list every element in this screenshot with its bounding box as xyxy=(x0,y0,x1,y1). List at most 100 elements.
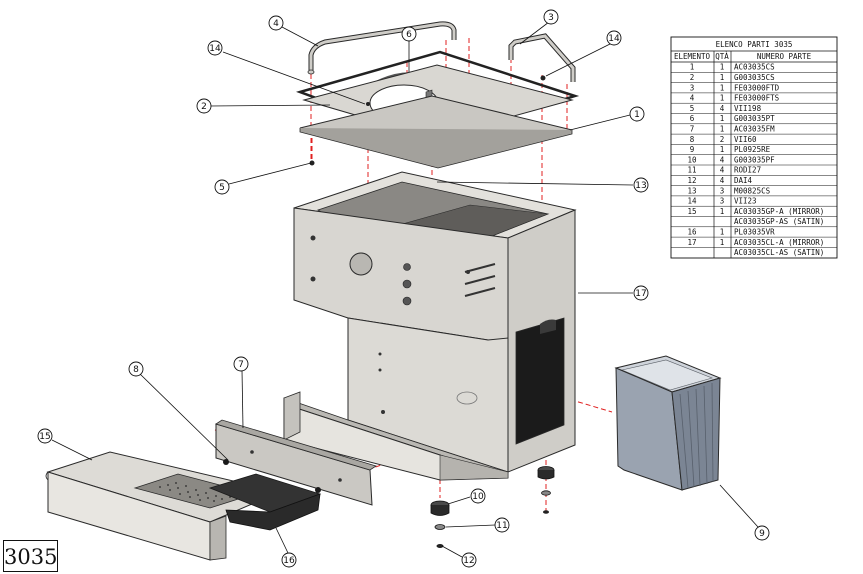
bom-cell-part: VII23 xyxy=(734,197,757,206)
svg-text:13: 13 xyxy=(635,181,646,191)
bom-cell-item: 11 xyxy=(687,166,696,175)
svg-text:12: 12 xyxy=(463,556,474,566)
bom-cell-part: PL0925RE xyxy=(734,145,771,154)
bom-cell-qty: 1 xyxy=(720,63,725,72)
callout-8: 8 xyxy=(128,361,144,377)
bom-cell-part: PL03035VR xyxy=(734,228,775,237)
part-17-body xyxy=(283,171,577,481)
bom-cell-item: 16 xyxy=(687,228,697,237)
svg-text:8: 8 xyxy=(133,365,139,375)
callout-9: 9 xyxy=(754,525,770,541)
callout-1: 1 xyxy=(629,106,645,122)
part-10-foot-left xyxy=(430,500,450,548)
bom-cell-part: AC03035CS xyxy=(734,63,775,72)
bom-cell-part: M00825CS xyxy=(734,186,771,195)
bom-cell-item: 7 xyxy=(690,125,695,134)
bom-cell-part: G003035PT xyxy=(734,114,775,123)
bom-cell-part: DAI4 xyxy=(734,176,753,185)
bom-cell-part: AC03035GP-A (MIRROR) xyxy=(734,207,824,216)
bom-header-qty: QTÀ xyxy=(715,52,729,61)
bom-cell-qty: 1 xyxy=(720,228,725,237)
bom-cell-item: 17 xyxy=(687,238,696,247)
bom-cell-part: RODI27 xyxy=(734,166,761,175)
bom-table: ELENCO PARTI 3035 ELEMENTO QTÀ NUMERO PA… xyxy=(670,36,838,259)
leader-lines xyxy=(51,21,759,558)
callout-11: 11 xyxy=(494,517,510,533)
callout-6: 6 xyxy=(401,26,417,42)
bom-cell-qty: 1 xyxy=(720,114,725,123)
part-10-foot-right xyxy=(537,466,555,514)
bom-cell-qty: 4 xyxy=(720,166,725,175)
bom-cell-qty: 1 xyxy=(720,145,725,154)
svg-text:5: 5 xyxy=(219,183,225,193)
bom-cell-item: 10 xyxy=(687,155,697,164)
svg-text:3: 3 xyxy=(548,13,554,23)
bom-cell-qty: 3 xyxy=(720,197,725,206)
bom-cell-item: 9 xyxy=(690,145,695,154)
callout-10: 10 xyxy=(470,488,486,504)
bom-title: ELENCO PARTI 3035 xyxy=(716,40,793,49)
bom-cell-qty: 4 xyxy=(720,155,725,164)
bom-cell-qty: 1 xyxy=(720,83,725,92)
svg-text:11: 11 xyxy=(496,521,507,531)
bom-cell-item: 15 xyxy=(687,207,696,216)
callout-3: 3 xyxy=(543,9,559,25)
callout-7: 7 xyxy=(233,356,249,372)
bom-cell-part: AC03035CL-AS (SATIN) xyxy=(734,248,824,257)
bom-cell-item: 5 xyxy=(690,104,695,113)
bom-cell-qty: 1 xyxy=(720,238,725,247)
callout-bubbles: 4 3 6 14 14 2 1 5 13 17 7 8 15 16 10 11 … xyxy=(37,9,770,568)
part-9-glass xyxy=(614,355,722,491)
bom-cell-part: G003035PF xyxy=(734,155,775,164)
svg-text:6: 6 xyxy=(406,30,412,40)
bom-cell-part: FE03000FTD xyxy=(734,83,780,92)
bom-cell-qty: 1 xyxy=(720,94,725,103)
grid-dots xyxy=(159,482,231,502)
bom-cell-qty: 1 xyxy=(720,207,725,216)
bom-cell-item: 8 xyxy=(690,135,695,144)
bom-cell-qty: 1 xyxy=(720,125,725,134)
svg-text:15: 15 xyxy=(39,432,50,442)
callout-17: 17 xyxy=(633,285,649,301)
bom-cell-item: 3 xyxy=(690,83,695,92)
svg-text:9: 9 xyxy=(759,529,765,539)
bom-cell-part: VII198 xyxy=(734,104,762,113)
bom-cell-part: VII60 xyxy=(734,135,757,144)
bom-cell-item: 13 xyxy=(687,186,696,195)
bom-cell-qty: 1 xyxy=(720,73,725,82)
svg-text:7: 7 xyxy=(238,360,244,370)
bom-cell-qty: 4 xyxy=(720,176,725,185)
bom-cell-part: AC03035CL-A (MIRROR) xyxy=(734,238,824,247)
callout-13: 13 xyxy=(633,177,649,193)
bom-cell-part: AC03035FM xyxy=(734,125,775,134)
bom-row-lines xyxy=(671,72,837,248)
drawing-number-label: 3035 xyxy=(3,540,58,572)
part-16-inner-tray xyxy=(208,473,322,531)
svg-text:16: 16 xyxy=(283,556,295,566)
bom-cell-qty: 3 xyxy=(720,186,725,195)
bom-cell-part: FE03000FTS xyxy=(734,94,780,103)
svg-text:14: 14 xyxy=(209,44,221,54)
part-3-rail xyxy=(508,33,576,82)
bom-cell-part: G003035CS xyxy=(734,73,775,82)
part-15-tray xyxy=(45,451,282,561)
callout-5: 5 xyxy=(214,179,230,195)
svg-text:4: 4 xyxy=(273,19,279,29)
svg-text:14: 14 xyxy=(608,34,620,44)
callout-14-left: 14 xyxy=(207,40,223,56)
svg-text:1: 1 xyxy=(634,110,640,120)
part-1-lid xyxy=(299,95,573,169)
callout-16: 16 xyxy=(281,552,297,568)
bom-header-part: NUMERO PARTE xyxy=(757,52,812,61)
bom-cell-item: 2 xyxy=(690,73,695,82)
bom-cell-item: 14 xyxy=(687,197,697,206)
bom-cell-part: AC03035GP-AS (SATIN) xyxy=(734,217,824,226)
svg-text:10: 10 xyxy=(472,492,484,502)
callout-12: 12 xyxy=(461,552,477,568)
callout-14-right: 14 xyxy=(606,30,622,46)
bom-cell-item: 12 xyxy=(687,176,696,185)
callout-2: 2 xyxy=(196,98,212,114)
